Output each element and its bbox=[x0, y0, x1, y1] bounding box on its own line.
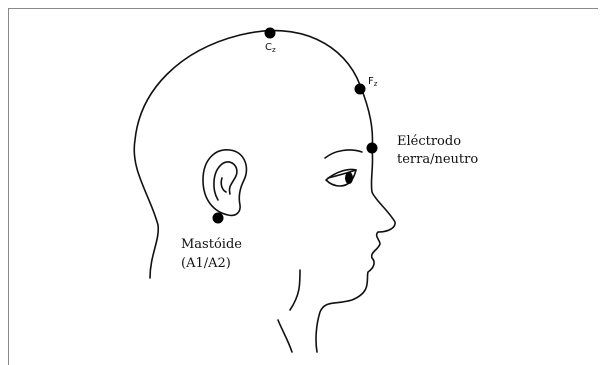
skull-outline bbox=[134, 31, 372, 278]
electrode-ground-dot bbox=[367, 143, 378, 154]
eyebrow bbox=[325, 150, 362, 158]
electrode-fz-label: Fz bbox=[368, 76, 377, 90]
neck-jaw bbox=[290, 270, 300, 310]
ground-electrode-label-line2: terra/neutro bbox=[397, 151, 478, 168]
pupil bbox=[345, 172, 353, 184]
ear-outer bbox=[203, 150, 246, 216]
electrode-mastoid-dot bbox=[213, 213, 224, 224]
neck-back bbox=[278, 320, 292, 352]
electrode-cz-dot bbox=[265, 28, 276, 39]
ear-inner bbox=[214, 162, 237, 200]
electrode-cz-label: Cz bbox=[265, 42, 276, 56]
ground-electrode-label-line1: Eléctrodo bbox=[397, 133, 461, 150]
mastoid-label-line1: Mastóide bbox=[181, 236, 242, 253]
face-profile bbox=[316, 150, 395, 352]
electrode-fz-dot bbox=[355, 84, 366, 95]
ear-canal bbox=[221, 178, 226, 192]
mastoid-label-line2: (A1/A2) bbox=[181, 255, 231, 272]
